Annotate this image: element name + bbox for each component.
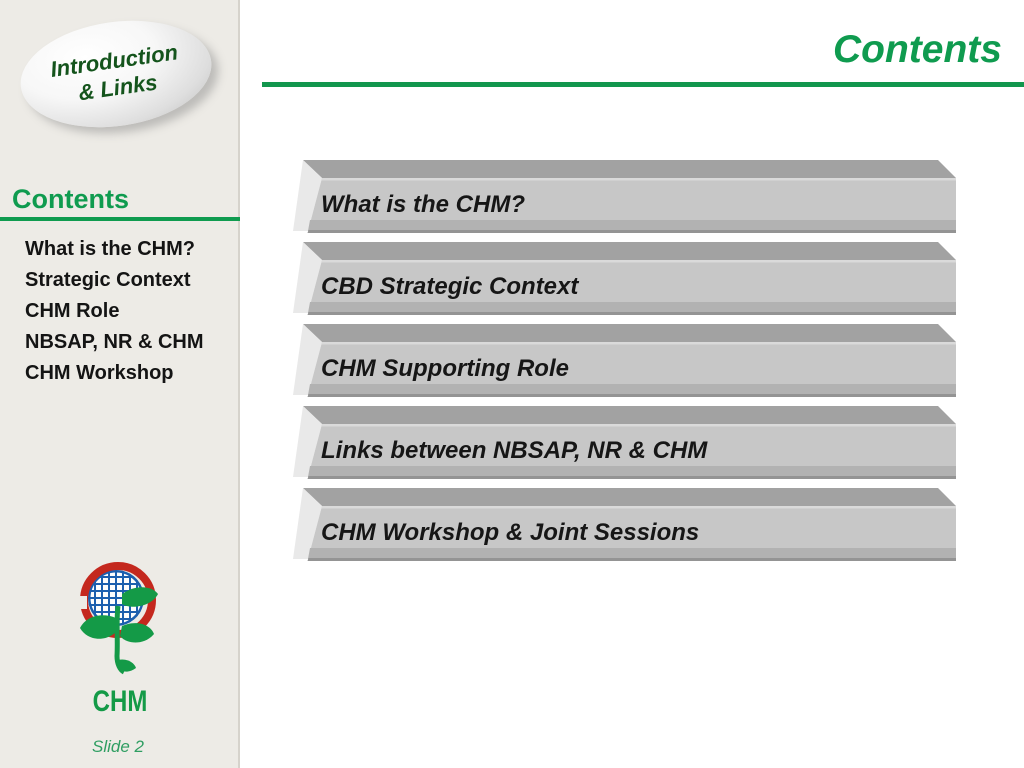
bar-3d-shape <box>293 242 956 315</box>
bar-3d-shape <box>293 324 956 397</box>
chm-logo-text: CHM <box>92 685 148 718</box>
chm-globe-icon <box>78 562 158 675</box>
agenda-bar-label: CBD Strategic Context <box>321 273 579 300</box>
agenda-bar-label: CHM Workshop & Joint Sessions <box>321 519 700 546</box>
agenda-bar-what-is-chm[interactable]: What is the CHM? <box>291 160 958 233</box>
agenda-bar-links-nbsap-nr-chm[interactable]: Links between NBSAP, NR & CHM <box>291 406 958 479</box>
sidebar-item-nbsap-nr-chm[interactable]: NBSAP, NR & CHM <box>25 331 204 353</box>
section-badge[interactable]: Introduction & Links <box>13 9 219 139</box>
agenda-bar-label: CHM Supporting Role <box>321 355 569 382</box>
sidebar-item-chm-role[interactable]: CHM Role <box>25 300 120 322</box>
sidebar-contents-list: What is the CHM? Strategic Context CHM R… <box>25 234 204 389</box>
sidebar-item-strategic-context[interactable]: Strategic Context <box>25 269 191 291</box>
sidebar-item-chm-workshop[interactable]: CHM Workshop <box>25 362 174 384</box>
bar-3d-shape <box>293 406 956 479</box>
agenda-bar-label: Links between NBSAP, NR & CHM <box>321 437 708 464</box>
agenda-bar-chm-workshop-sessions[interactable]: CHM Workshop & Joint Sessions <box>291 488 958 561</box>
sidebar-heading-rule <box>0 217 240 221</box>
agenda-bar-label: What is the CHM? <box>321 191 525 218</box>
page-title: Contents <box>833 28 1002 71</box>
bar-3d-shape <box>293 160 956 233</box>
agenda-bar-chm-supporting-role[interactable]: CHM Supporting Role <box>291 324 958 397</box>
slide-number: Slide 2 <box>92 737 144 756</box>
chm-logo: CHM <box>78 560 162 719</box>
sidebar-contents-heading: Contents <box>12 184 129 214</box>
agenda-bar-cbd-strategic-context[interactable]: CBD Strategic Context <box>291 242 958 315</box>
sidebar: Introduction & Links Contents What is th… <box>0 0 240 768</box>
bar-3d-shape <box>293 488 956 561</box>
title-rule <box>262 82 1024 87</box>
sidebar-item-what-is-chm[interactable]: What is the CHM? <box>25 238 195 260</box>
agenda-bars: What is the CHM? CBD Strategic Context <box>291 160 958 570</box>
